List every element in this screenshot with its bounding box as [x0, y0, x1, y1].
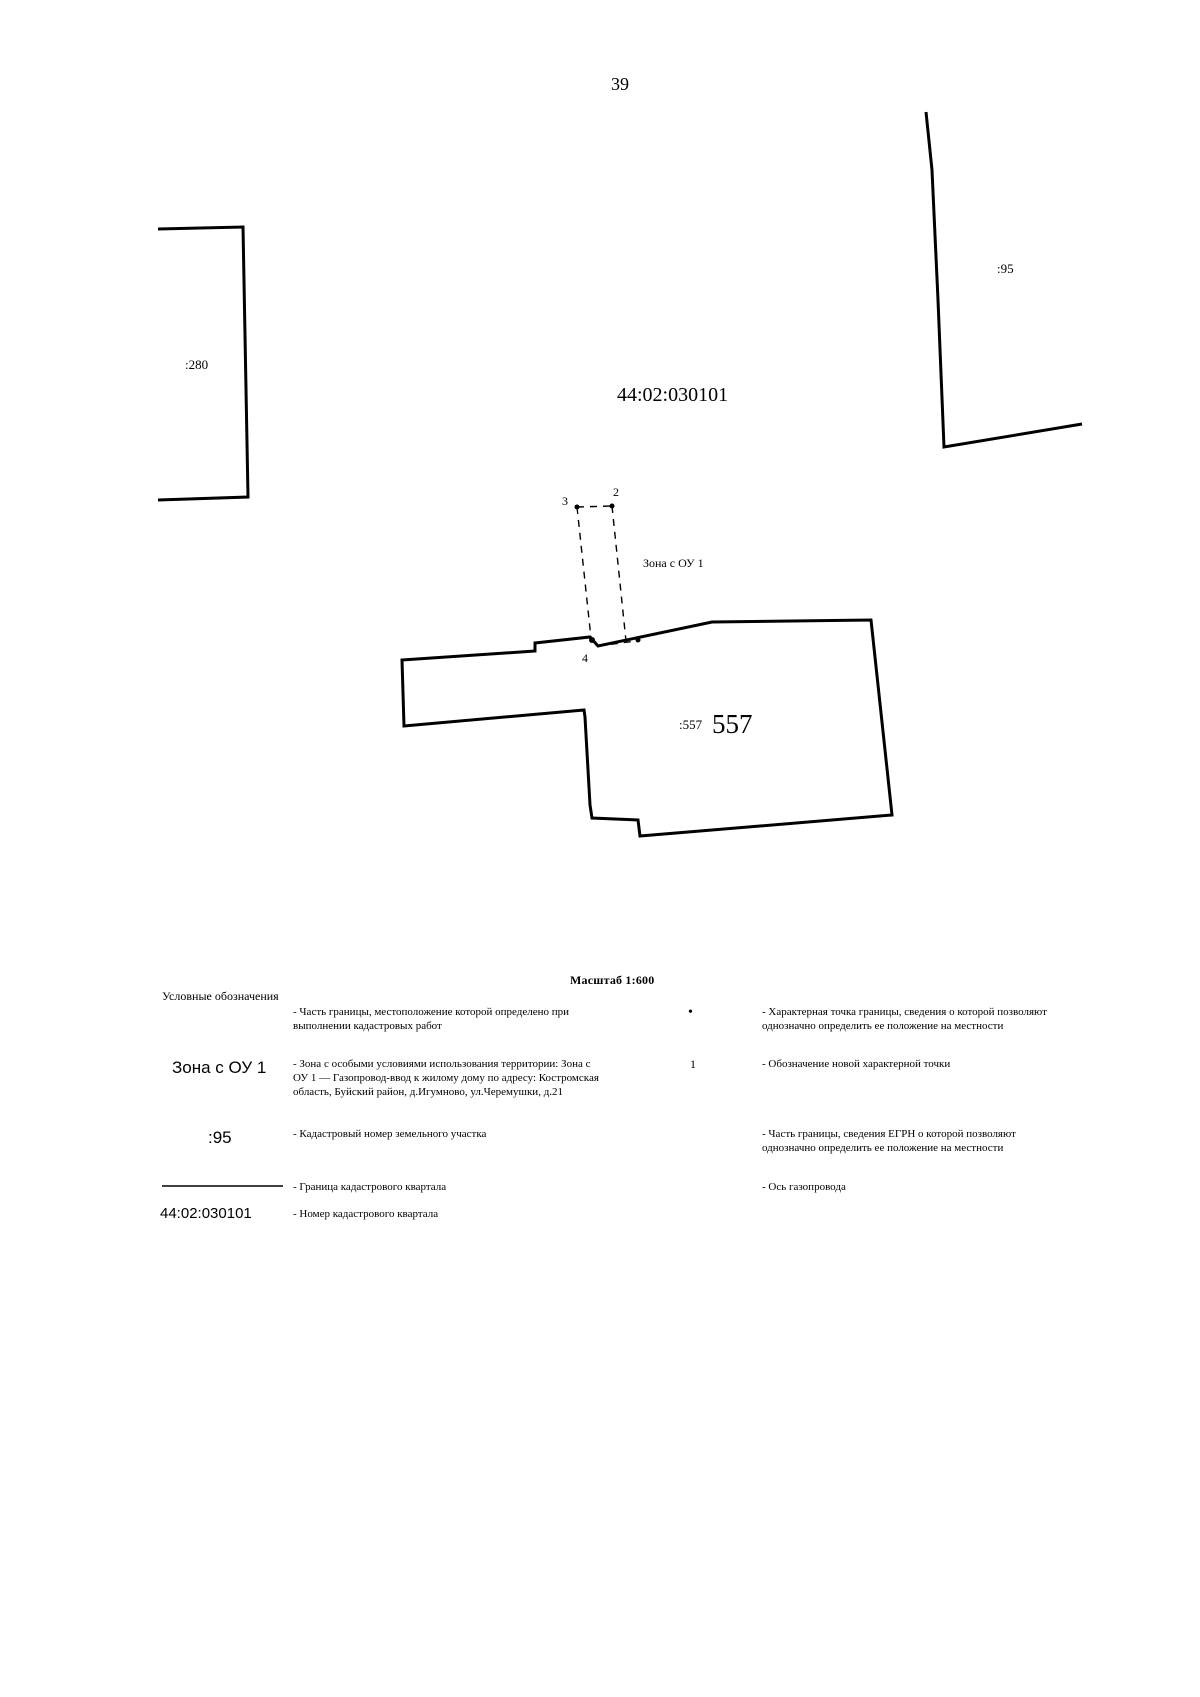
legend-point-symbol: • [688, 1005, 693, 1020]
legend-item-new-point: - Обозначение новой характерной точки [762, 1058, 951, 1070]
legend-item-parcel-number: - Кадастровый номер земельного участка [293, 1128, 487, 1140]
legend-parcel-number-symbol: :95 [208, 1128, 232, 1147]
parcel-557-boundary [400, 618, 894, 838]
page-number: 39 [611, 74, 629, 94]
legend-item-quarter-number: - Номер кадастрового квартала [293, 1208, 439, 1220]
legend-title: Условные обозначения [162, 989, 279, 1003]
parcel-280-label: :280 [185, 357, 208, 372]
parcel-95-label: :95 [997, 261, 1014, 276]
quarter-number-label: 44:02:030101 [617, 384, 728, 406]
parcel-95-boundary [924, 111, 1083, 449]
zone-ou1-boundary [576, 505, 637, 647]
legend-item-characteristic-point: - Характерная точка границы, сведения о … [762, 1006, 1047, 1032]
legend-item-measured-boundary: - Часть границы, местоположение которой … [293, 1006, 570, 1032]
legend-item-zone: - Зона с особыми условиями использования… [293, 1058, 599, 1098]
point-4-marker [589, 637, 595, 643]
point-1-marker [635, 637, 641, 643]
legend-zone-symbol: Зона с ОУ 1 [172, 1058, 267, 1077]
parcel-557-label-large: 557 [712, 709, 753, 739]
legend-item-egrn-boundary: - Часть границы, сведения ЕГРН о которой… [762, 1128, 1016, 1154]
parcel-557-label-small: :557 [679, 717, 703, 732]
map-scale: Масштаб 1:600 [570, 973, 655, 987]
legend-item-gas-pipeline-axis: - Ось газопровода [762, 1181, 846, 1193]
point-3-label: 3 [562, 494, 568, 508]
legend-new-point-symbol: 1 [690, 1057, 696, 1071]
parcel-280-boundary [157, 225, 250, 502]
legend-item-quarter-boundary: - Граница кадастрового квартала [293, 1181, 447, 1193]
point-4-label: 4 [582, 651, 588, 665]
point-3-marker [574, 504, 580, 510]
point-2-marker [609, 503, 615, 509]
point-2-label: 2 [613, 485, 619, 499]
legend-quarter-number-symbol: 44:02:030101 [160, 1205, 252, 1222]
zone-ou1-label: Зона с ОУ 1 [643, 556, 704, 570]
